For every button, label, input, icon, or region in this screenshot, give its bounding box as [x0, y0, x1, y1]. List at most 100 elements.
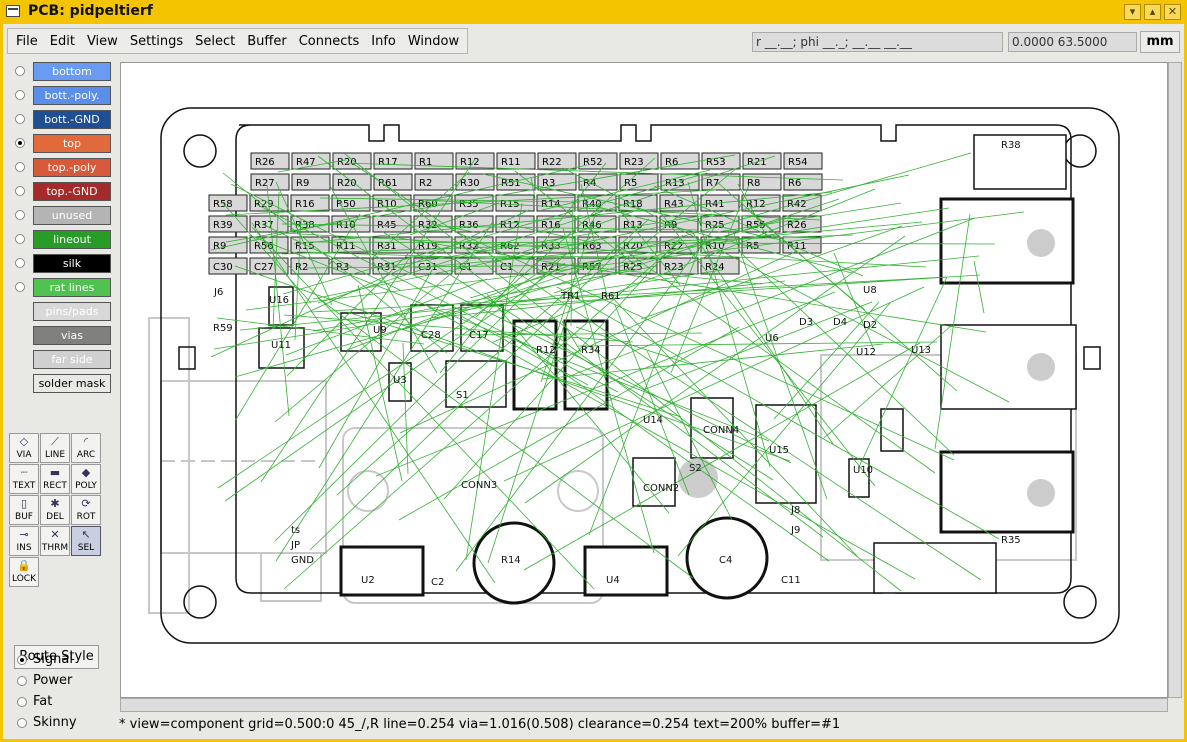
- layer-lineout[interactable]: lineout: [9, 229, 117, 251]
- layer-swatch[interactable]: top: [33, 134, 111, 153]
- maximize-icon[interactable]: ▴: [1144, 4, 1161, 20]
- resistor-pad: [619, 152, 659, 170]
- rat-line: [588, 238, 704, 536]
- route-style-radio[interactable]: [17, 675, 27, 686]
- thrm-tool-button[interactable]: ✕THRM: [40, 526, 70, 556]
- layer-radio[interactable]: [15, 138, 25, 148]
- tool-label: RECT: [43, 481, 67, 491]
- units-button[interactable]: mm: [1140, 31, 1180, 53]
- layer-top-poly[interactable]: top.-poly: [9, 157, 117, 179]
- menu-settings[interactable]: Settings: [129, 33, 184, 49]
- ins-tool-button[interactable]: ⊸INS: [9, 526, 39, 556]
- thermal-icon: ✕: [50, 528, 60, 541]
- route-style-radio[interactable]: [17, 654, 27, 665]
- layer-swatch[interactable]: vias: [33, 326, 111, 345]
- rat-line: [329, 185, 438, 374]
- layer-swatch[interactable]: silk: [33, 254, 111, 273]
- layer-swatch[interactable]: bott.-GND: [33, 110, 111, 129]
- resistor-label: R12: [460, 157, 480, 168]
- layer-far-side[interactable]: far side: [9, 349, 117, 371]
- tool-label: POLY: [75, 481, 97, 491]
- ic-packages: [258, 134, 1077, 594]
- layer-swatch[interactable]: rat lines: [33, 278, 111, 297]
- resistor-label: R33: [541, 241, 561, 252]
- menu-select[interactable]: Select: [195, 33, 236, 49]
- resistor-label: R17: [378, 157, 398, 168]
- rat-line: [312, 174, 910, 300]
- rat-line: [430, 280, 786, 319]
- rat-line: [717, 202, 902, 233]
- layer-radio[interactable]: [15, 66, 25, 76]
- layer-top-gnd[interactable]: top.-GND: [9, 181, 117, 203]
- menu-buffer[interactable]: Buffer: [247, 33, 287, 49]
- layer-top[interactable]: top: [9, 133, 117, 155]
- resistor-label: R12: [746, 199, 766, 210]
- horizontal-scrollbar[interactable]: [120, 698, 1168, 712]
- vertical-scrollbar[interactable]: [1168, 62, 1182, 698]
- close-icon[interactable]: ✕: [1164, 4, 1181, 20]
- text-tool-button[interactable]: ┈TEXT: [9, 464, 39, 494]
- layer-bott-poly-[interactable]: bott.-poly.: [9, 85, 117, 107]
- layer-radio[interactable]: [15, 234, 25, 244]
- layer-unused[interactable]: unused: [9, 205, 117, 227]
- arc-tool-button[interactable]: ◜ARC: [71, 433, 101, 463]
- layer-silk[interactable]: silk: [9, 253, 117, 275]
- sel-tool-button[interactable]: ↖SEL: [71, 526, 101, 556]
- rect-tool-button[interactable]: ▬RECT: [40, 464, 70, 494]
- menu-connects[interactable]: Connects: [298, 33, 360, 49]
- layer-vias[interactable]: vias: [9, 325, 117, 347]
- layer-radio[interactable]: [15, 210, 25, 220]
- resistor-label: R3: [542, 178, 555, 189]
- layer-swatch[interactable]: bott.-poly.: [33, 86, 111, 105]
- menu-window[interactable]: Window: [407, 33, 460, 49]
- rat-line: [398, 326, 740, 521]
- route-style-fat[interactable]: Fat: [17, 694, 52, 709]
- menu-view[interactable]: View: [86, 33, 118, 49]
- menu-file[interactable]: File: [16, 33, 38, 49]
- layer-swatch[interactable]: top.-GND: [33, 182, 111, 201]
- buf-tool-button[interactable]: ▯BUF: [9, 495, 39, 525]
- layer-swatch[interactable]: bottom: [33, 62, 111, 81]
- layer-swatch[interactable]: top.-poly: [33, 158, 111, 177]
- layer-swatch[interactable]: lineout: [33, 230, 111, 249]
- layer-pins-pads[interactable]: pins/pads: [9, 301, 117, 323]
- layer-rat-lines[interactable]: rat lines: [9, 277, 117, 299]
- layer-swatch[interactable]: pins/pads: [33, 302, 111, 321]
- layer-radio[interactable]: [15, 258, 25, 268]
- layer-swatch[interactable]: far side: [33, 350, 111, 369]
- route-style-signal[interactable]: Signal: [17, 652, 73, 667]
- route-style-radio[interactable]: [17, 696, 27, 707]
- menu-info[interactable]: Info: [371, 33, 396, 49]
- del-tool-button[interactable]: ✱DEL: [40, 495, 70, 525]
- route-style-skinny[interactable]: Skinny: [17, 715, 77, 730]
- tool-label: ROT: [76, 512, 96, 522]
- layer-bott-gnd[interactable]: bott.-GND: [9, 109, 117, 131]
- route-style-button[interactable]: Route Style: [14, 645, 99, 669]
- component-label: C28: [421, 330, 441, 341]
- layer-radio[interactable]: [15, 282, 25, 292]
- resistor-label: R38: [295, 220, 315, 231]
- rat-line: [317, 155, 824, 538]
- rat-line: [248, 234, 770, 442]
- layer-swatch[interactable]: unused: [33, 206, 111, 225]
- layer-radio[interactable]: [15, 114, 25, 124]
- layer-bottom[interactable]: bottom: [9, 61, 117, 83]
- via-tool-button[interactable]: ◇VIA: [9, 433, 39, 463]
- poly-tool-button[interactable]: ◆POLY: [71, 464, 101, 494]
- layer-radio[interactable]: [15, 186, 25, 196]
- layer-radio[interactable]: [15, 162, 25, 172]
- rat-line: [426, 305, 916, 580]
- line-tool-button[interactable]: ⟋LINE: [40, 433, 70, 463]
- layer-radio[interactable]: [15, 90, 25, 100]
- rat-line: [222, 172, 448, 354]
- layer-swatch[interactable]: solder mask: [33, 374, 111, 393]
- minimize-icon[interactable]: ▾: [1124, 4, 1141, 20]
- route-style-power[interactable]: Power: [17, 673, 72, 688]
- lock-tool-button[interactable]: 🔒LOCK: [9, 557, 39, 587]
- menu-edit[interactable]: Edit: [49, 33, 75, 49]
- rat-line: [274, 254, 474, 423]
- rot-tool-button[interactable]: ⟳ROT: [71, 495, 101, 525]
- layer-solder-mask[interactable]: solder mask: [9, 373, 117, 395]
- route-style-radio[interactable]: [17, 717, 27, 728]
